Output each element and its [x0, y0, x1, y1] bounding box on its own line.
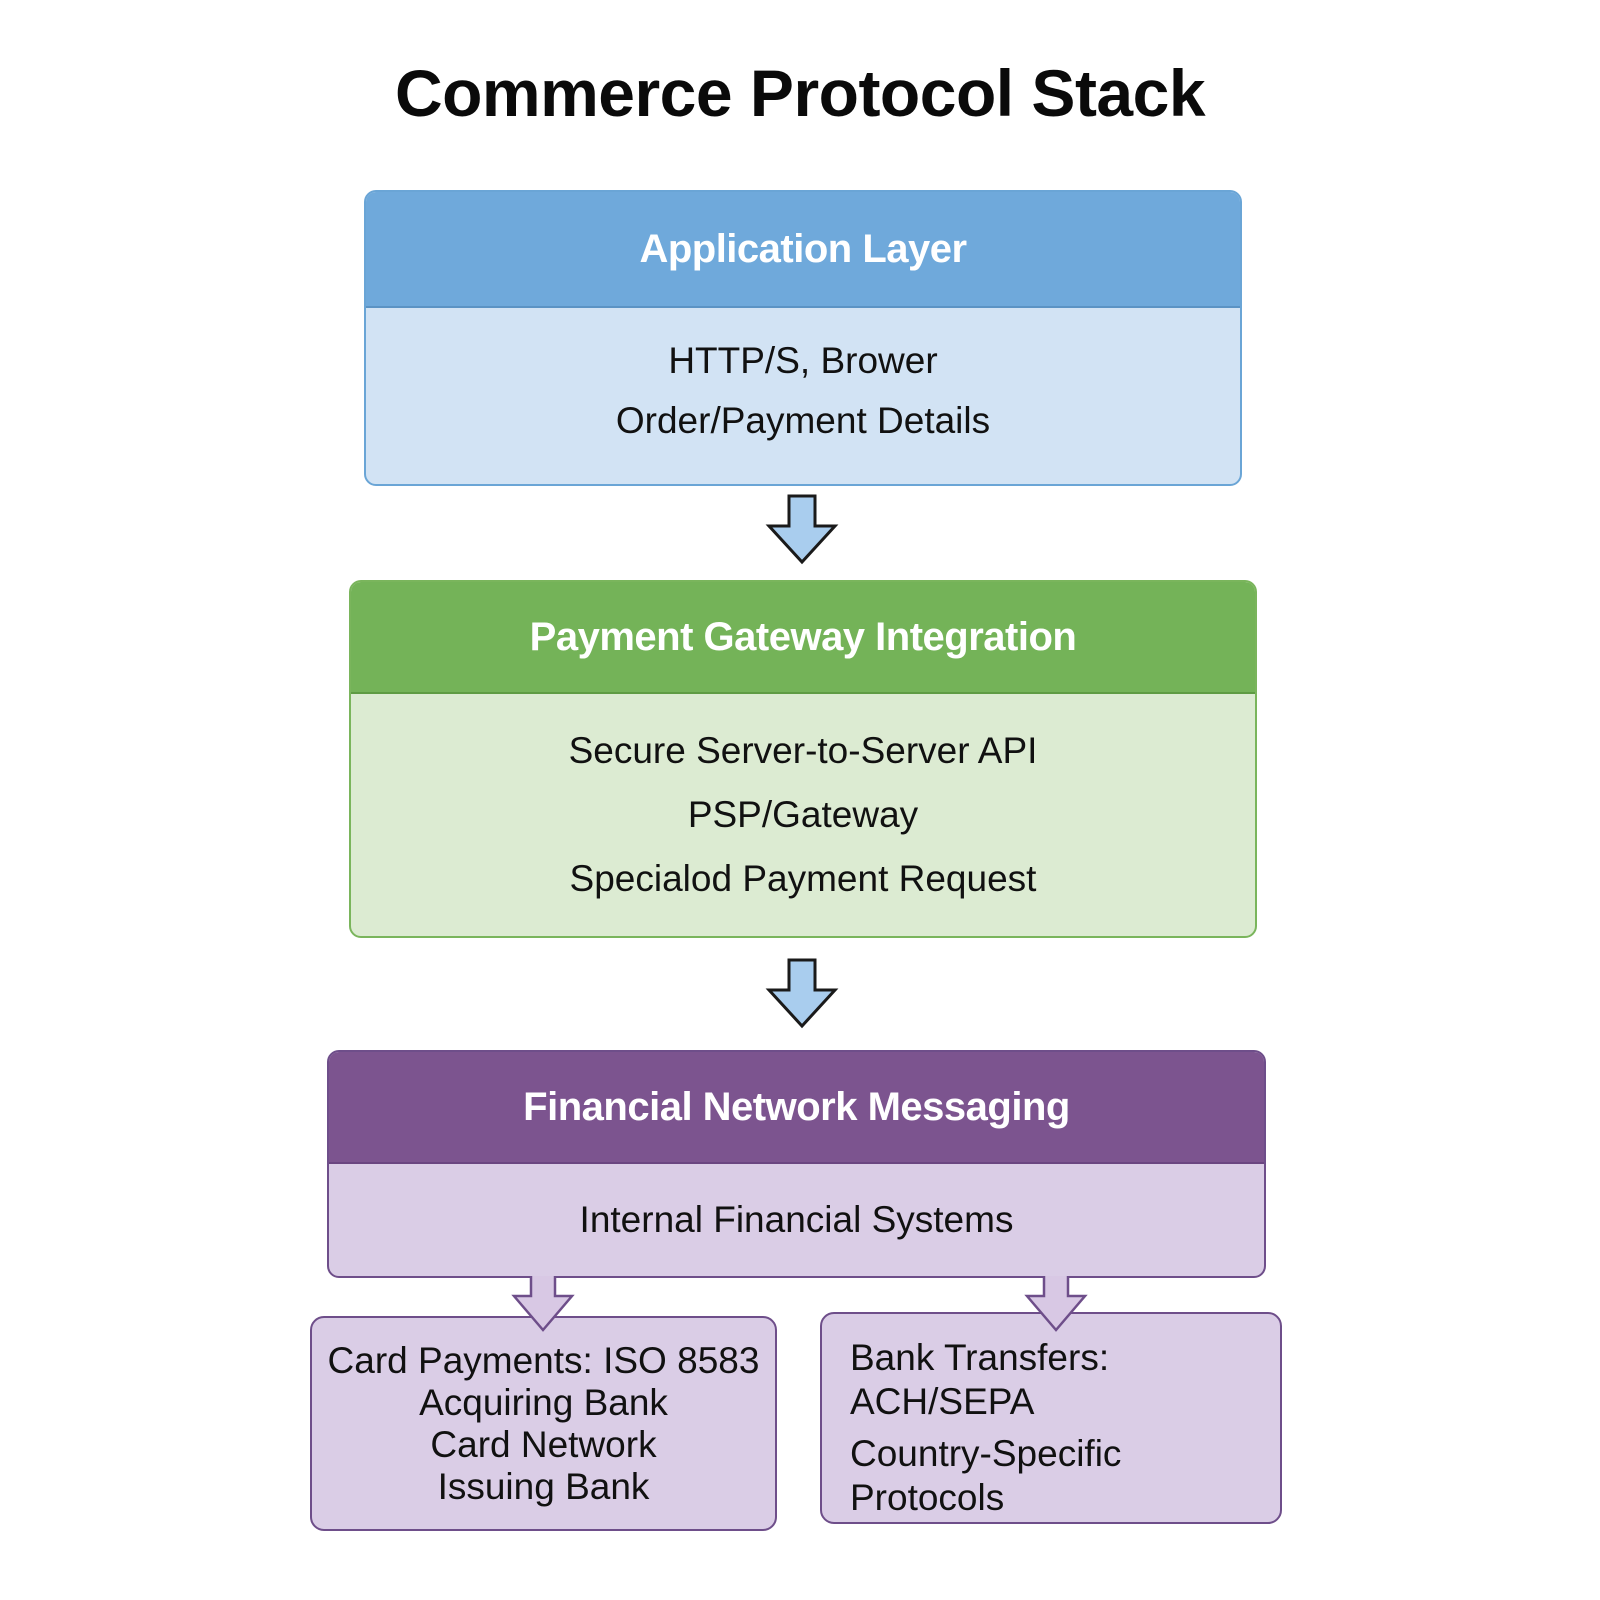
branch-line: Issuing Bank [437, 1465, 650, 1507]
card-payments-box: Card Payments: ISO 8583 Acquiring Bank C… [310, 1316, 777, 1531]
branch-line: Card Network [430, 1423, 657, 1465]
financial-network-body: Internal Financial Systems [329, 1164, 1264, 1276]
bank-transfers-box: Bank Transfers: ACH/SEPA Country-Specifi… [820, 1312, 1282, 1524]
branch-arrow-right-icon [1024, 1276, 1088, 1332]
application-layer-box: Application Layer HTTP/S, Brower Order/P… [364, 190, 1242, 486]
layer-line: PSP/Gateway [687, 794, 919, 835]
payment-gateway-body: Secure Server-to-Server API PSP/Gateway … [351, 694, 1255, 936]
layer-line: HTTP/S, Brower [668, 340, 938, 381]
branch-arrow-left-icon [511, 1276, 575, 1332]
layer-line: Secure Server-to-Server API [568, 730, 1038, 771]
layer-line: Order/Payment Details [615, 400, 991, 441]
branch-line: Acquiring Bank [419, 1381, 668, 1423]
layer-line: Specialod Payment Request [569, 858, 1037, 899]
application-layer-body: HTTP/S, Brower Order/Payment Details [366, 308, 1240, 484]
financial-network-header: Financial Network Messaging [329, 1052, 1264, 1164]
application-layer-header: Application Layer [366, 192, 1240, 308]
payment-gateway-header: Payment Gateway Integration [351, 582, 1255, 694]
layer-line: Internal Financial Systems [579, 1199, 1014, 1240]
financial-network-box: Financial Network Messaging Internal Fin… [327, 1050, 1266, 1278]
down-arrow-icon [765, 494, 839, 565]
payment-gateway-box: Payment Gateway Integration Secure Serve… [349, 580, 1257, 938]
diagram-title: Commerce Protocol Stack [394, 56, 1206, 130]
branch-line: Bank Transfers: [850, 1337, 1110, 1378]
branch-line: Card Payments: ISO 8583 [327, 1339, 760, 1381]
branch-line: ACH/SEPA [850, 1381, 1035, 1422]
down-arrow-icon [765, 958, 839, 1029]
branch-line: Country-Specific Protocols [850, 1433, 1122, 1518]
